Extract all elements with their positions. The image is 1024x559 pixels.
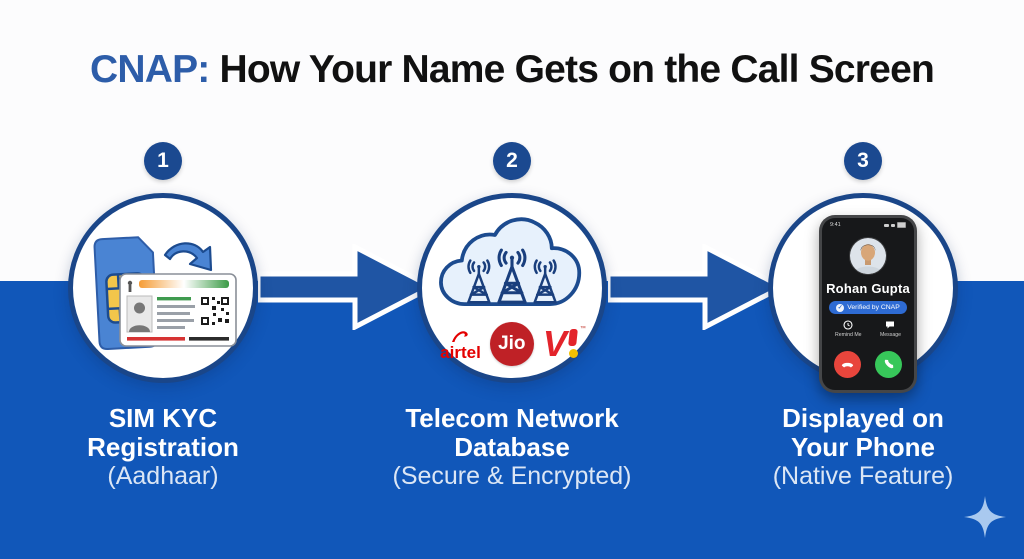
operator-logos: airtel Jio V ™ [422, 314, 602, 374]
vi-exclamation-icon [568, 329, 579, 358]
phone-down-icon [841, 362, 854, 368]
sparkle-icon [964, 496, 1006, 538]
step-label-line: SIM KYC [108, 403, 218, 433]
call-secondary-actions: Remind Me Message [822, 320, 914, 338]
airtel-logo: airtel [440, 328, 481, 361]
step-label-line: Displayed on [782, 403, 944, 433]
step-number-badge: 1 [144, 142, 182, 180]
airtel-wordmark: airtel [440, 342, 481, 362]
accept-call-button[interactable] [875, 351, 902, 378]
step-label-sub: (Secure & Encrypted) [392, 462, 632, 490]
verified-badge-text: Verified by CNAP [847, 304, 900, 311]
flow-arrow-icon [608, 244, 788, 330]
remind-me-action[interactable]: Remind Me [835, 320, 862, 338]
step-2-label: Telecom Network Database (Secure & Encry… [352, 404, 672, 491]
sim-card-to-aadhaar-icon [93, 236, 237, 350]
step-1-circle [68, 193, 258, 383]
step-3-circle: 9:41 Rohan Gupt [768, 193, 958, 393]
step-label-line: Telecom Network [405, 403, 619, 433]
phone-status-bar: 9:41 [822, 218, 914, 228]
flow-arrow-icon [258, 244, 438, 330]
caller-avatar [849, 237, 887, 275]
clock-icon [843, 320, 853, 330]
step-number-badge: 3 [844, 142, 882, 180]
step-label-sub: (Aadhaar) [107, 462, 219, 490]
check-icon: ✓ [836, 303, 845, 312]
verified-badge: ✓ Verified by CNAP [829, 301, 907, 314]
vi-logo: V ™ [542, 323, 586, 364]
smartphone: 9:41 Rohan Gupt [819, 215, 917, 393]
action-label: Remind Me [835, 332, 862, 338]
step-label-line: Your Phone [791, 432, 935, 462]
jio-logo: Jio [489, 322, 534, 366]
jio-wordmark: Jio [498, 333, 526, 354]
qr-code-icon [201, 297, 229, 325]
step-3-label: Displayed on Your Phone (Native Feature) [703, 404, 1023, 491]
title-highlight: CNAP: [90, 48, 210, 91]
decline-call-button[interactable] [834, 351, 861, 378]
incoming-call-screen: 9:41 Rohan Gupt [822, 218, 914, 390]
step-2-telecom-database: 2 [352, 142, 672, 491]
aadhaar-card-icon [119, 273, 237, 347]
step-label-line: Registration [87, 432, 239, 462]
step-1-label: SIM KYC Registration (Aadhaar) [3, 404, 323, 491]
message-action[interactable]: Message [880, 320, 901, 338]
title-rest: How Your Name Gets on the Call Screen [219, 48, 935, 91]
phone-icon [884, 359, 894, 369]
message-bubble-icon [886, 321, 895, 329]
telecom-cloud-towers-icon [439, 217, 582, 306]
step-label-line: Database [454, 432, 570, 462]
status-time: 9:41 [830, 222, 841, 228]
caller-name: Rohan Gupta [826, 281, 910, 296]
action-label: Message [879, 332, 901, 338]
curved-arrow-icon [163, 242, 213, 272]
step-1-sim-kyc: 1 [3, 142, 323, 491]
vi-wordmark: V [542, 323, 567, 364]
step-label-sub: (Native Feature) [772, 462, 954, 490]
step-number-badge: 2 [493, 142, 531, 180]
person-photo-icon [850, 238, 886, 274]
signal-battery-icons [884, 222, 906, 228]
step-2-circle: airtel Jio V ™ [417, 193, 607, 383]
call-buttons [822, 351, 914, 378]
trademark-symbol: ™ [579, 326, 586, 332]
page-title: CNAP:How Your Name Gets on the Call Scre… [0, 48, 1024, 92]
airtel-swoosh-icon [452, 330, 469, 342]
step-3-displayed-on-phone: 3 9:41 [703, 142, 1023, 491]
